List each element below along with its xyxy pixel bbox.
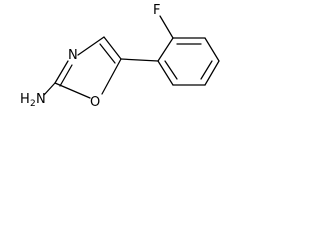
bond-c5-phenyl bbox=[120, 58, 159, 62]
bond-c4-c5-double bbox=[99, 43, 116, 64]
bond-n3-c4 bbox=[77, 36, 105, 56]
atom-ring-nitrogen: N bbox=[68, 48, 78, 63]
atom-fluorine: F bbox=[153, 3, 160, 18]
bond-ph4-ph5-double bbox=[200, 60, 213, 80]
atom-amine-h-count: 2 bbox=[30, 99, 36, 109]
bond-c4-c5 bbox=[103, 36, 122, 60]
bond-ph6-ph1 bbox=[157, 60, 174, 86]
structure-diagram: F N O H 2 N bbox=[20, 3, 220, 110]
bond-c2-amine bbox=[43, 82, 56, 96]
bond-o1-c2 bbox=[54, 82, 91, 99]
bond-ph2-fluorine bbox=[159, 15, 174, 39]
bond-c2-n3-double bbox=[59, 64, 73, 87]
bond-ph6-ph1-double bbox=[164, 60, 178, 80]
bond-ph3-ph4 bbox=[204, 37, 220, 62]
bond-ph4-ph5 bbox=[204, 60, 220, 86]
bond-c2-n3 bbox=[54, 60, 69, 84]
bond-ph1-ph2 bbox=[157, 37, 174, 62]
atom-amine-n: N bbox=[36, 92, 46, 107]
atom-ring-oxygen: O bbox=[90, 95, 100, 110]
bond-c5-o1 bbox=[101, 58, 122, 95]
atom-amine-h: H bbox=[20, 92, 30, 107]
